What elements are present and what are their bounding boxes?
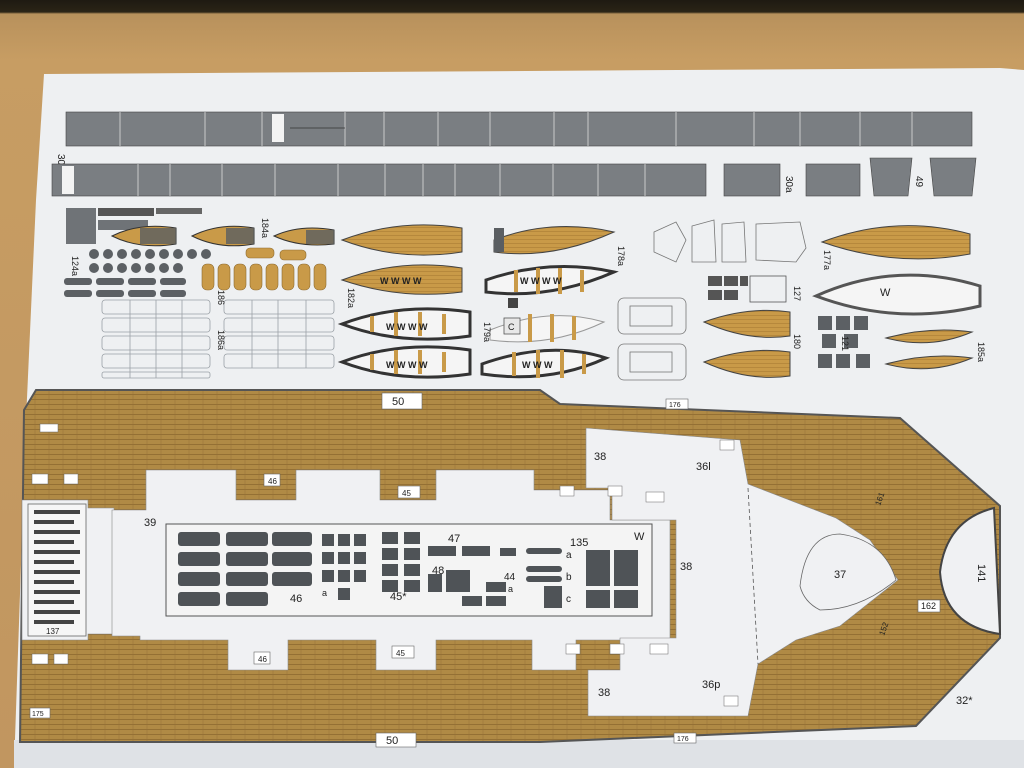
part-label-184a: 184a xyxy=(260,218,270,238)
outline-parts-grid xyxy=(101,299,335,379)
part-label-44: 44 xyxy=(504,572,516,583)
small-parts-cluster xyxy=(64,208,211,297)
part-label-185a: 185a xyxy=(976,342,986,362)
right-boats-group xyxy=(702,225,982,378)
part-label-39: 39 xyxy=(144,517,156,529)
part-label-30: 30 xyxy=(55,154,66,166)
hull-strip-upper xyxy=(65,111,973,147)
boat-w-marks-5: W W W xyxy=(522,360,553,370)
small-grey-blocks xyxy=(708,275,787,303)
paper-page-shadow xyxy=(14,740,1024,768)
part-label-48: 48 xyxy=(432,565,444,577)
part-label-38-a: 38 xyxy=(594,451,606,463)
part-label-127: 127 xyxy=(792,286,802,301)
part-label-b-135: b xyxy=(566,572,572,583)
part-label-161: 161 xyxy=(873,491,886,507)
part-label-137: 137 xyxy=(46,627,60,636)
dashed-fold-line xyxy=(747,487,759,665)
boat-w-marks-4: W W W W xyxy=(520,276,562,286)
part-label-a-44: a xyxy=(508,584,513,594)
part-label-162: 162 xyxy=(921,601,936,611)
deck-marker-boxes xyxy=(31,423,739,707)
fold-parts-outline xyxy=(617,219,807,381)
bow-dome-37 xyxy=(799,533,897,611)
part-label-178a: 178a xyxy=(616,246,626,266)
part-label-38-b: 38 xyxy=(680,561,692,573)
part-label-46-upper: 46 xyxy=(268,477,277,486)
part-label-a-135: a xyxy=(566,550,572,561)
yellow-part-row xyxy=(201,247,327,291)
boat-w-marks-1: W W W W xyxy=(380,276,422,286)
part-label-141: 141 xyxy=(975,564,987,582)
part-label-46-lower: 46 xyxy=(258,655,267,664)
part-label-50-top: 50 xyxy=(392,396,404,408)
part-label-37: 37 xyxy=(834,569,846,581)
part-label-30a: 30a xyxy=(783,176,794,193)
boat-w-marks-3: W W W W xyxy=(386,360,428,370)
part-label-175: 175 xyxy=(32,711,44,718)
part-label-45-upper: 45 xyxy=(402,489,411,498)
cross-parts-cluster xyxy=(818,316,870,368)
deck-part-labels xyxy=(29,392,941,748)
hull-strip-lower xyxy=(51,157,977,197)
part-label-135: 135 xyxy=(570,537,588,549)
part-label-c-135: c xyxy=(566,594,571,605)
part-label-36l: 36l xyxy=(696,461,711,473)
part-label-46-a: 46 xyxy=(290,593,302,605)
slotted-panel-137 xyxy=(27,503,87,637)
small-boats-row xyxy=(110,225,335,247)
part-label-186a: 186a xyxy=(216,330,226,350)
part-label-180: 180 xyxy=(792,334,802,349)
part-label-49: 49 xyxy=(913,176,924,188)
part-label-176-top: 176 xyxy=(669,402,681,409)
boat-w-marks-2: W W W W xyxy=(386,322,428,332)
part-label-182a: 182a xyxy=(346,288,356,308)
part-label-186: 186 xyxy=(216,290,226,305)
part-label-47: 47 xyxy=(448,533,460,545)
part-label-50-bottom: 50 xyxy=(386,735,398,747)
boat-w-mark-large: W xyxy=(880,287,891,299)
part-label-152: 152 xyxy=(877,621,890,637)
part-label-38-c: 38 xyxy=(598,687,610,699)
part-label-45-star: 45* xyxy=(390,591,407,603)
deck-house-fittings xyxy=(178,532,638,608)
part-label-w-deck: W xyxy=(634,531,645,543)
boat-c-mark: C xyxy=(508,322,515,332)
part-label-124a: 124a xyxy=(70,256,80,276)
lifeboats-middle-group xyxy=(337,224,619,379)
part-label-177a: 177a xyxy=(822,250,832,270)
part-label-32: 32* xyxy=(956,695,973,707)
part-label-176-bottom: 176 xyxy=(677,736,689,743)
part-label-121: 121 xyxy=(840,336,850,351)
bow-cutout-141 xyxy=(938,506,1002,636)
part-label-36p: 36p xyxy=(702,679,720,691)
part-label-45-lower: 45 xyxy=(396,649,405,658)
part-label-a-46: a xyxy=(322,588,327,598)
part-label-179a: 179a xyxy=(482,322,492,342)
